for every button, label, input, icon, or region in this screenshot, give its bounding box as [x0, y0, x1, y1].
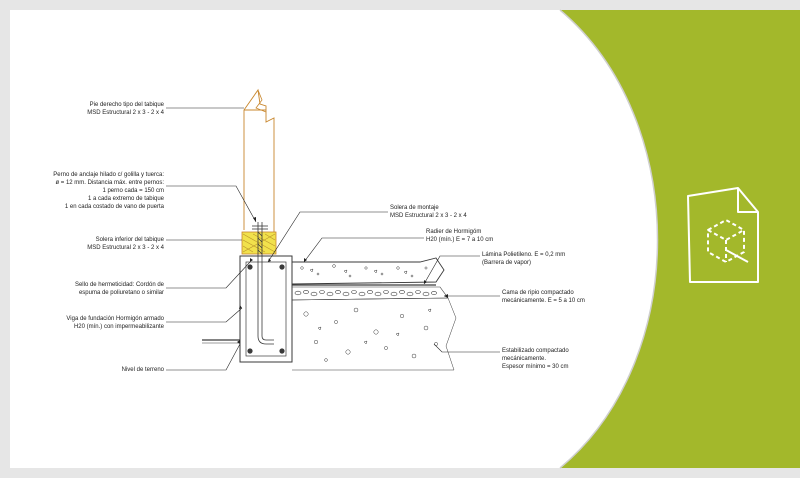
label-viga-2: H20 (mín.) con impermeabilizante — [74, 324, 165, 330]
break-mark — [255, 89, 267, 113]
slab-aggregate — [300, 264, 428, 278]
leader-lines — [166, 107, 500, 371]
label-perno-3: 1 perno cada = 150 cm — [102, 188, 164, 194]
foundation-beam — [239, 255, 293, 363]
label-sello-2: espuma de poliuretano o similar — [79, 290, 164, 296]
section-drawing — [166, 88, 500, 371]
anchor-bolt — [252, 222, 274, 345]
label-cama-1: Cama de ripio compactado — [502, 290, 574, 296]
label-perno-5: 1 en cada costado de vano de puerta — [65, 204, 165, 210]
wood-stud — [243, 88, 275, 232]
label-sello-1: Sello de hermeticidad: Cordón de — [75, 282, 165, 288]
label-lamina-1: Lámina Polietileno. E = 0,2 mm — [482, 252, 565, 258]
label-solera-montaje-2: MSD Estructural 2 x 3 - 2 x 4 — [390, 213, 467, 219]
label-estabilizado-3: Espesor mínimo = 30 cm — [502, 364, 569, 370]
stabilized-fill — [291, 297, 457, 371]
label-perno-1: Perno de anclaje hilado c/ golilla y tue… — [53, 172, 164, 178]
leader-arrowheads — [237, 217, 448, 344]
label-perno-4: 1 a cada extremo de tabique — [88, 196, 165, 202]
label-solera-inferior-1: Solera inferior del tabique — [96, 237, 165, 243]
label-viga-1: Viga de fundación Hormigón armado — [66, 316, 164, 322]
label-nivel-terreno: Nivel de terreno — [122, 367, 165, 373]
label-solera-montaje-1: Solera de montaje — [390, 205, 439, 211]
panel-curve-edge — [559, 9, 659, 469]
label-perno-2: ø = 12 mm. Distancia máx. entre pernos: — [55, 180, 164, 186]
label-estabilizado-2: mecánicamente. — [502, 356, 546, 362]
insulation-hatch — [242, 233, 276, 253]
label-lamina-2: (Barrera de vapor) — [482, 260, 531, 266]
label-solera-inferior-2: MSD Estructural 2 x 3 - 2 x 4 — [87, 245, 164, 251]
label-cama-2: mecánicamente. E = 5 a 10 cm — [502, 298, 585, 304]
label-radier-1: Radier de Hormigóm — [426, 229, 481, 235]
label-estabilizado-1: Estabilizado compactado — [502, 348, 569, 354]
white-panel — [10, 10, 658, 468]
label-pie-derecho-1: Pie derecho tipo del tabique — [90, 102, 165, 108]
concrete-slab — [291, 257, 445, 285]
labels-left: Pie derecho tipo del tabique MSD Estruct… — [53, 102, 164, 373]
label-pie-derecho-2: MSD Estructural 2 x 3 - 2 x 4 — [87, 110, 164, 116]
3d-document-icon — [687, 187, 759, 283]
labels-right: Solera de montaje MSD Estructural 2 x 3 … — [390, 205, 585, 370]
label-radier-2: H20 (mín.) E = 7 a 10 cm — [426, 237, 493, 243]
